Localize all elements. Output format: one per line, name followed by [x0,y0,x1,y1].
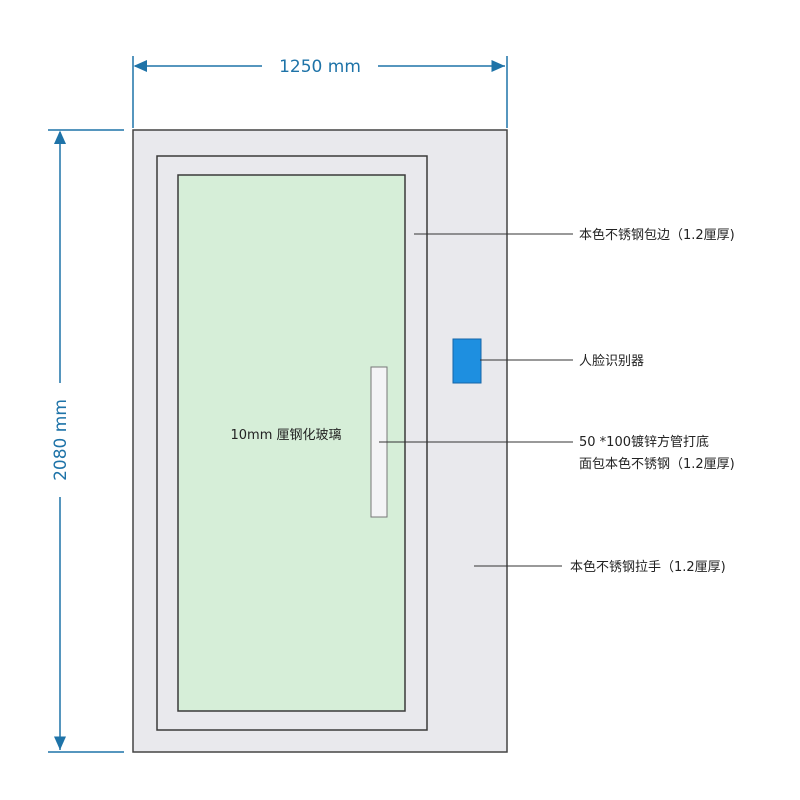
callout-frame-line2: 面包本色不锈钢（1.2厘厚) [579,456,735,472]
stainless-trim-frame [156,155,428,731]
callout-handle: 本色不锈钢拉手（1.2厘厚) [570,559,726,575]
width-dimension: 1250 mm [132,56,508,128]
callout-trim: 本色不锈钢包边（1.2厘厚) [579,227,735,243]
face-recognition-reader [452,338,482,384]
width-label: 1250 mm [279,57,361,77]
callout-face-recognition: 人脸识别器 [579,354,644,369]
height-label: 2080 mm [51,399,71,481]
tempered-glass-pane [177,174,406,712]
glass-label: 10mm 厘钢化玻璃 [230,428,341,443]
callout-frame-line1: 50 *100镀锌方管打底 [579,434,709,450]
height-dimension: 2080 mm [48,129,124,753]
